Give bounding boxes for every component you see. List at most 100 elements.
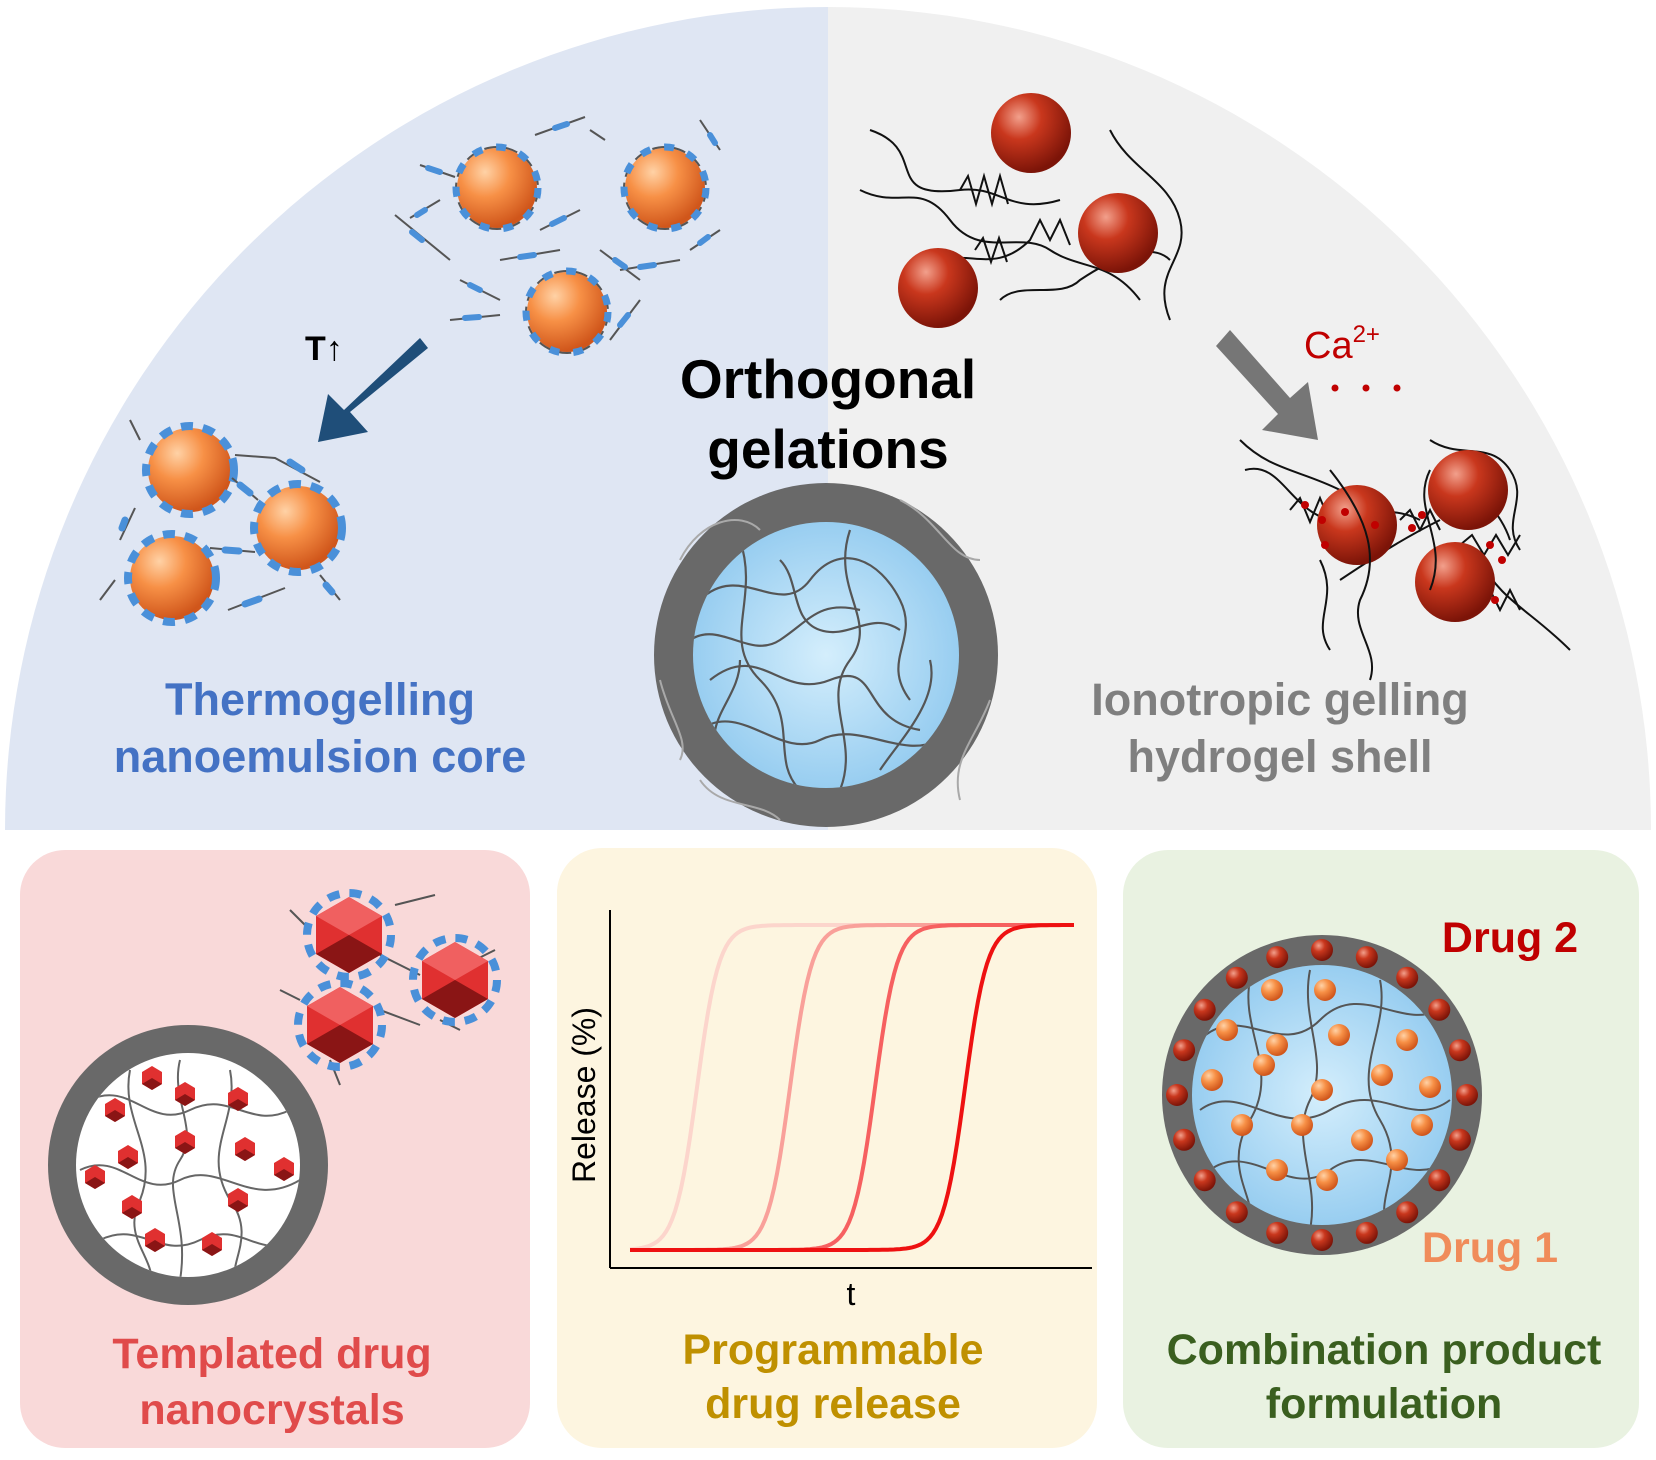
drug2-particle [1225,1201,1248,1224]
nanocrystal [303,889,395,981]
gelled-droplet [124,530,220,626]
release-curves [629,923,1074,1252]
nanocrystal [409,934,501,1026]
drug1-label: Drug 1 [1422,1224,1558,1272]
ionotropic-label-line2: hydrogel shell [1127,731,1432,782]
right-half-background [828,7,1651,830]
drug2-particle [1396,1201,1419,1224]
drug2-particle [1173,1039,1196,1062]
embedded-nanocrystal [235,1137,255,1161]
crosslinked-particle [1428,450,1508,530]
nanocrystal-network-illustration [279,889,501,1086]
alginate-particle [991,93,1071,173]
nanocrystal-loaded-particle [48,1025,328,1305]
temperature-label: T↑ [305,330,343,368]
free-alginate-particles [859,93,1183,328]
ionotropic-label-line1: Ionotropic gelling [1091,674,1468,725]
release-label-line1: Programmable [682,1326,983,1374]
drug1-droplet [1253,1054,1275,1076]
combination-label-line2: formulation [1266,1380,1502,1428]
drug2-particle [1428,1169,1451,1192]
combination-label-line1: Combination product [1167,1326,1602,1374]
drug1-droplet [1266,1034,1288,1056]
embedded-nanocrystal [228,1087,248,1111]
embedded-nanocrystal [142,1066,162,1090]
crosslinked-particle [1317,485,1397,565]
drug1-droplets [1201,979,1441,1191]
drug1-droplet [1314,979,1336,1001]
thermogelling-arrow [318,338,428,442]
release-chart: Release (%) t [566,910,1092,1312]
drug1-droplet [1261,979,1283,1001]
release-label-line2: drug release [705,1380,961,1428]
title-line2: gelations [707,418,948,480]
drug2-particle [1456,1084,1478,1106]
crosslinked-particle [1415,542,1495,622]
alginate-particle [898,248,978,328]
gelled-droplet [142,422,238,518]
release-curve [630,923,1074,1252]
drug2-particle [1355,1221,1378,1244]
embedded-nanocrystal [228,1188,248,1212]
embedded-nanocrystal [175,1082,195,1106]
nanoemulsion-droplet [452,143,542,233]
core-shell-microgel [654,483,998,827]
drug2-particle [1448,1039,1471,1062]
bridging-blocks [118,458,336,608]
free-polymer-blocks [409,121,718,328]
drug1-droplet [1266,1159,1288,1181]
embedded-nanocrystal [85,1165,105,1189]
drug1-droplet [1291,1114,1313,1136]
embedded-nanocrystal [105,1098,125,1122]
drug1-droplet [1311,1079,1333,1101]
drug1-droplet [1328,1024,1350,1046]
drug1-droplet [1396,1029,1418,1051]
crosslinked-chains-over [1329,469,1437,681]
y-axis-label: Release (%) [566,1007,602,1183]
drug2-label: Drug 2 [1442,914,1578,962]
calcium-ellipsis [1331,384,1401,392]
drug2-particles [1166,939,1478,1251]
x-axis-label: t [847,1276,856,1312]
crosslinked-alginate-network [1239,439,1571,681]
drug2-particle [1193,998,1216,1021]
left-half-background [5,7,828,830]
drug2-particle [1428,998,1451,1021]
drug2-particle [1448,1128,1471,1151]
templated-label-line2: nanocrystals [139,1386,404,1434]
nanoemulsion-droplet [620,143,710,233]
combination-particle [1162,935,1482,1255]
alginate-particle [1078,193,1158,273]
calcium-ion-label: Ca2+ [1304,321,1380,367]
embedded-nanocrystal [145,1228,165,1252]
calcium-crosslinks [1301,501,1506,604]
drug1-droplet [1216,1019,1238,1041]
ionotropic-arrow [1216,330,1318,440]
gelled-nanoemulsion-network [99,419,346,626]
drug2-particle [1166,1084,1188,1106]
drug1-droplet [1411,1114,1433,1136]
drug1-droplet [1371,1064,1393,1086]
templated-label-line1: Templated drug [112,1330,431,1378]
drug2-particle [1173,1128,1196,1151]
drug1-droplet [1386,1149,1408,1171]
drug1-droplet [1419,1076,1441,1098]
thermogelling-label-line1: Thermogelling [165,674,475,725]
drug1-droplet [1201,1069,1223,1091]
drug2-particle [1355,946,1378,969]
drug2-particle [1266,946,1289,969]
embedded-nanocrystals [85,1066,294,1256]
thermogelling-label-line2: nanoemulsion core [114,731,527,782]
nanoemulsion-core [693,522,959,788]
nanocrystal [294,979,386,1071]
drug2-particle [1311,939,1333,961]
core-polymer-network [693,529,941,788]
gelled-droplet [250,480,346,576]
nanoemulsion-droplet [522,267,612,357]
title-line1: Orthogonal [680,348,976,410]
calcium-symbol: Ca [1304,325,1353,367]
drug1-droplet [1351,1129,1373,1151]
free-nanoemulsion-droplets [394,116,721,357]
drug2-particle [1396,966,1419,989]
